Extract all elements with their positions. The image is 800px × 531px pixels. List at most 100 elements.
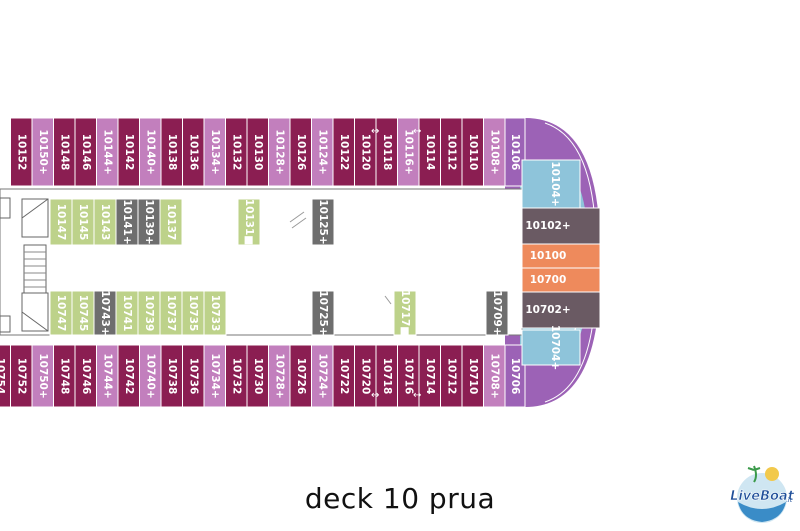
cabin-number: 10125+	[317, 199, 329, 244]
cabin[interactable]: 10717■	[393, 290, 417, 336]
cabin[interactable]: 10746	[74, 344, 97, 408]
cabin[interactable]: 10736	[182, 344, 205, 408]
cabin[interactable]: 10131■	[237, 198, 261, 246]
cabin[interactable]: 10733	[203, 290, 227, 336]
cabin[interactable]: 10741	[115, 290, 139, 336]
cabin[interactable]: 10132	[225, 117, 248, 187]
cabin[interactable]: 10139+	[137, 198, 161, 246]
cabin[interactable]: 10704+	[521, 325, 581, 370]
cabin-number: 10141+	[121, 199, 133, 244]
cabin[interactable]: 10737	[159, 290, 183, 336]
cabin-number: 10110	[467, 134, 479, 171]
cabin[interactable]: 10138	[160, 117, 183, 187]
cabin[interactable]: 10745	[71, 290, 95, 336]
cabin[interactable]: 10147	[49, 198, 73, 246]
cabin[interactable]: 10152	[10, 117, 33, 187]
cabin[interactable]: 10148	[53, 117, 76, 187]
cabin[interactable]: 10137	[159, 198, 183, 246]
cabin[interactable]: 10747	[49, 290, 73, 336]
cabin[interactable]: 10700	[521, 267, 601, 293]
cabin[interactable]: 10754	[0, 344, 11, 408]
cabin[interactable]: 10748	[53, 344, 76, 408]
cabin[interactable]: 10124+	[311, 117, 334, 187]
cabin[interactable]: 10142	[117, 117, 140, 187]
cabin[interactable]: 10744+	[96, 344, 119, 408]
cabin[interactable]: 10114	[418, 117, 441, 187]
svg-text:↔: ↔	[371, 390, 379, 401]
cabin[interactable]: 10106	[504, 117, 526, 187]
cabin[interactable]: 10750+	[31, 344, 54, 408]
cabin[interactable]: 10738	[160, 344, 183, 408]
cabin[interactable]: 10144+	[96, 117, 119, 187]
cabin[interactable]: 10141+	[115, 198, 139, 246]
cabin[interactable]: 10735	[181, 290, 205, 336]
cabin[interactable]: 10120	[354, 117, 377, 187]
cabin[interactable]: 10116+	[397, 117, 420, 187]
cabin-number: 10106	[509, 134, 521, 171]
cabin[interactable]: 10722	[332, 344, 355, 408]
cabin[interactable]: 10145	[71, 198, 95, 246]
cabin[interactable]: 10712	[440, 344, 463, 408]
cabin[interactable]: 10140+	[139, 117, 162, 187]
cabin-block	[521, 329, 581, 366]
cabin-number: 10754	[0, 358, 6, 395]
cabin[interactable]: 10102+	[521, 207, 601, 245]
cabin[interactable]: 10125+	[311, 198, 335, 246]
cabin[interactable]: 10150+	[31, 117, 54, 187]
cabin[interactable]: 10146	[74, 117, 97, 187]
cabin[interactable]: 10104+	[521, 159, 581, 209]
liveboat-logo[interactable]: LiveBoat .it	[724, 458, 800, 528]
cabin[interactable]: 10122	[332, 117, 355, 187]
cabin-number: 10144+	[101, 129, 113, 174]
cabin[interactable]: 10716	[397, 344, 420, 408]
cabin-number: 10118	[381, 134, 393, 171]
cabin[interactable]: 10732	[225, 344, 248, 408]
cabin[interactable]: 10714	[418, 344, 441, 408]
cabin[interactable]: 10720	[354, 344, 377, 408]
cabin[interactable]: 10702+	[521, 291, 601, 329]
cabin[interactable]: 10706	[504, 344, 526, 408]
cabin[interactable]: 10100	[521, 243, 601, 269]
cabin[interactable]: 10710	[461, 344, 484, 408]
cabin-number: 10750+	[37, 353, 49, 398]
cabin-number: 10740+	[144, 353, 156, 398]
cabin[interactable]: 10730	[246, 344, 269, 408]
cabin[interactable]: 10734+	[203, 344, 226, 408]
cabin[interactable]: 10728+	[268, 344, 291, 408]
cabin[interactable]: 10752	[10, 344, 33, 408]
cabin[interactable]: 10740+	[139, 344, 162, 408]
cabin-block	[521, 207, 601, 245]
cabin-block	[237, 198, 261, 246]
cabin[interactable]: 10743+	[93, 290, 117, 336]
cabin-number: 10712	[445, 358, 457, 395]
cabin-number: 10142	[123, 134, 135, 171]
cabin[interactable]: 10110	[461, 117, 484, 187]
cabin-number: 10747	[55, 295, 67, 332]
cabin[interactable]: 10118	[375, 117, 398, 187]
cabin[interactable]: 10126	[289, 117, 312, 187]
cabin-block	[504, 117, 526, 187]
svg-text:↔: ↔	[413, 126, 421, 137]
cabin-number: 10120	[359, 134, 371, 171]
cabin[interactable]: 10724+	[311, 344, 334, 408]
cabin-block	[311, 198, 335, 246]
cabin[interactable]: 10742	[117, 344, 140, 408]
cabin[interactable]: 10708+	[483, 344, 506, 408]
cabin[interactable]: 10112	[440, 117, 463, 187]
cabin[interactable]: 10739	[137, 290, 161, 336]
cabin[interactable]: 10709+	[485, 290, 509, 336]
cabin[interactable]: 10725+	[311, 290, 335, 336]
cabin[interactable]: 10134+	[203, 117, 226, 187]
cabin[interactable]: 10108+	[483, 117, 506, 187]
cabin[interactable]: 10130	[246, 117, 269, 187]
cabin[interactable]: 10136	[182, 117, 205, 187]
cabin[interactable]: 10128+	[268, 117, 291, 187]
cabin[interactable]: 10726	[289, 344, 312, 408]
cabin-number: 10726	[295, 358, 307, 395]
cabin[interactable]: 10143	[93, 198, 117, 246]
connecting-door-arrows: ↔ ↔ ↔ ↔	[371, 126, 421, 401]
cabin[interactable]: 10718	[375, 344, 398, 408]
svg-text:↔: ↔	[371, 126, 379, 137]
